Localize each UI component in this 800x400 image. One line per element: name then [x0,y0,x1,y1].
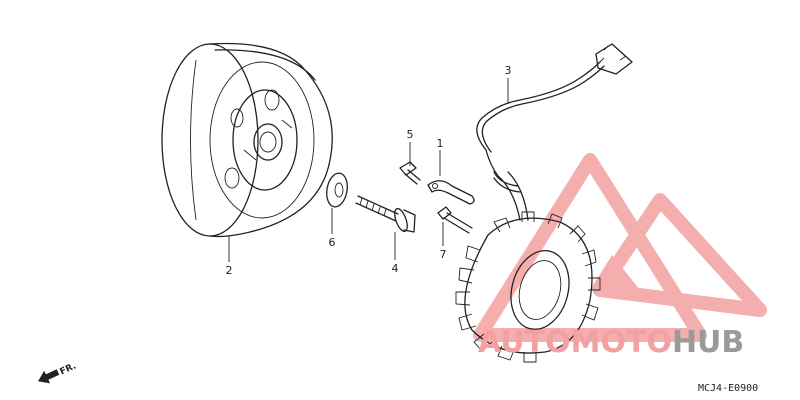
stator-coil [455,43,633,363]
callout-leaders [228,78,509,262]
callout-4: 4 [392,262,399,275]
callout-labels: 1 2 3 4 5 6 7 [226,64,512,277]
stator-bolt [437,206,473,234]
callout-7: 7 [440,248,447,261]
callout-5: 5 [407,128,414,141]
diagram-code: MCJ4-E0900 [698,383,758,394]
wire-clamp [427,180,475,205]
watermark-part-a: AUTOMOTO [478,325,672,360]
watermark-part-b: HUB [672,325,744,360]
direction-label: FR. [59,361,78,377]
callout-6: 6 [329,236,336,249]
watermark-text: AUTOMOTOHUB [478,325,744,360]
flange-bolt [355,195,416,233]
washer [326,172,348,208]
watermark-logo [473,153,767,342]
callout-2: 2 [226,264,233,277]
callout-1: 1 [437,137,444,150]
small-bolt [399,161,421,185]
forward-arrow: FR. [38,361,78,384]
flywheel-rotor [161,42,333,238]
callout-3: 3 [505,64,512,77]
